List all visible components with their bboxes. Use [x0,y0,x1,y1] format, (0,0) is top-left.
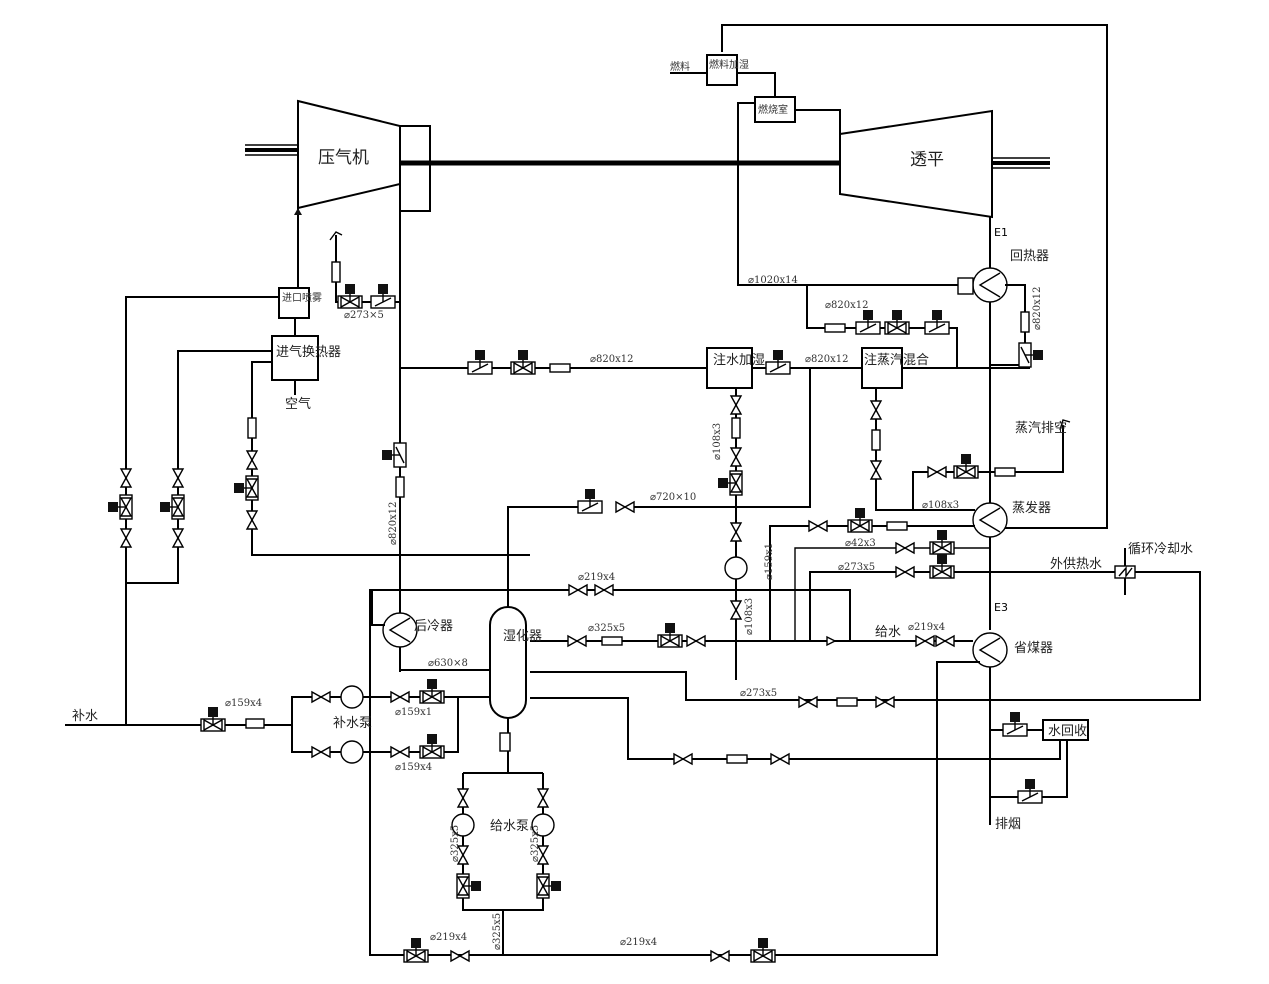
pipe-size-label: ⌀630×8 [428,658,468,669]
economizer-tag: E3 [994,601,1008,614]
pipe-size-label: ⌀820x12 [388,502,399,545]
pipe-size-label: ⌀159x4 [395,762,432,773]
pipe-size-label: ⌀159x4 [225,698,262,709]
water-humidifier[interactable]: 注水加湿 ⌀820x12 ⌀108x3 ⌀108x3 [628,347,862,680]
pipe-size-label: ⌀820x12 [825,300,868,311]
turbine-label: 透平 [910,150,944,170]
pipe-size-label: ⌀108x3 [712,423,723,460]
pipe-size-label: ⌀42x3 [845,538,876,549]
exhaust-label: 排烟 [995,817,1021,832]
recuperator-bypass: ⌀820x12 [806,285,958,368]
recuperator-label: 回热器 [1010,249,1049,264]
steam-vent-label: 蒸汽排空 [1015,421,1067,436]
pipe-size-label: ⌀820x12 [590,354,633,365]
inlet-air-heater[interactable]: 进气换热器 空气 [107,318,530,584]
pipe-size-label: ⌀273x5 [740,688,777,699]
combustor-label: 燃烧室 [758,103,788,116]
pipe-size-label: ⌀108x3 [744,598,755,635]
pipe-size-label: ⌀219x4 [908,622,945,633]
water-recovery-label: 水回收 [1048,724,1087,739]
saturator[interactable]: 湿化器 ⌀720×10 ⌀219x4 ⌀325x5 [372,488,706,719]
makeup-water[interactable]: 补水 ⌀159x4 补水泵 ⌀159x1 ⌀159x4 [65,678,490,773]
external-hot-water-label: 外供热水 [1050,557,1102,572]
aftercooler[interactable]: 后冷器 ⌀630×8 [371,590,490,671]
bottom-loop: ⌀219x4 ⌀219x4 [403,932,776,963]
pipe-size-label: ⌀1020x14 [748,275,798,286]
inlet-air-heater-label: 进气换热器 [276,344,341,360]
combustor[interactable]: 燃烧室 [737,96,975,286]
makeup-water-label: 补水 [72,709,98,724]
recuperator[interactable]: 回热器 ⌀820x12 ⌀1020x14 [748,217,1049,510]
makeup-pump-label: 补水泵 [333,716,372,731]
pipe-size-label: ⌀325x5 [492,913,503,950]
pipe-size-label: ⌀219x4 [430,932,467,943]
feed-pump-label: 给水泵 [490,819,529,834]
compressed-air-main: ⌀273×5 ⌀820x12 ⌀820x12 [329,211,707,672]
shaft [245,144,1050,169]
economizer-label: 省煤器 [1014,641,1053,656]
feed-pumps[interactable]: 给水泵 ⌀325x5 ⌀325x5 ⌀325x5 [450,718,562,955]
inlet-spray[interactable]: 进口喷雾 [125,208,322,725]
air-label: 空气 [285,396,311,412]
circulating-cooling-water: 循环冷却水 E3 [994,542,1193,614]
circulating-cooling-label: 循环冷却水 [1128,542,1193,557]
evaporator[interactable]: 蒸发器 ⌀159x1 ⌀42x3 ⌀273x5 外供热水 [530,500,1201,701]
compressor-label: 压气机 [318,148,369,168]
pipe-size-label: ⌀325x5 [450,825,461,862]
feed-water-label: 给水 [875,625,901,640]
compressor[interactable]: 压气机 [297,99,431,212]
pipe-size-label: ⌀820x12 [1032,287,1043,330]
fuel-humidifier[interactable]: 燃料 燃料加湿 [670,24,1108,529]
pipe-size-label: ⌀219x4 [620,937,657,948]
fuel-humidifier-label: 燃料加湿 [709,58,749,71]
water-recovery[interactable]: 水回收 [990,711,1089,804]
pipe-size-label: ⌀273×5 [344,310,384,321]
inlet-spray-label: 进口喷雾 [282,292,322,304]
fuel-label: 燃料 [670,60,690,73]
pipe-size-label: ⌀219x4 [578,572,615,583]
pipe-size-label: ⌀108x3 [922,500,959,511]
evaporator-label: 蒸发器 [1012,500,1051,516]
pipe-size-label: ⌀159x1 [395,707,432,718]
economizer-return: ⌀273x5 [530,688,1061,765]
pipe-size-label: ⌀325x5 [588,623,625,634]
pipe-size-label: ⌀325x5 [530,825,541,862]
saturator-label: 湿化器 [503,629,542,644]
steam-mixer[interactable]: 注蒸汽混合 [861,347,1030,511]
steam-mixer-label: 注蒸汽混合 [864,353,929,368]
pipe-size-label: ⌀159x1 [764,543,775,580]
pipe-size-label: ⌀720×10 [650,492,696,503]
water-humidifier-label: 注水加湿 [713,353,765,368]
pipe-size-label: ⌀820x12 [805,354,848,365]
pipe-size-label: ⌀273x5 [838,562,875,573]
aftercooler-label: 后冷器 [414,619,453,634]
steam-vent: 蒸汽排空 ⌀108x3 [912,419,1071,511]
recuperator-tag: E1 [994,226,1008,239]
turbine[interactable]: 透平 E1 [839,109,1008,239]
